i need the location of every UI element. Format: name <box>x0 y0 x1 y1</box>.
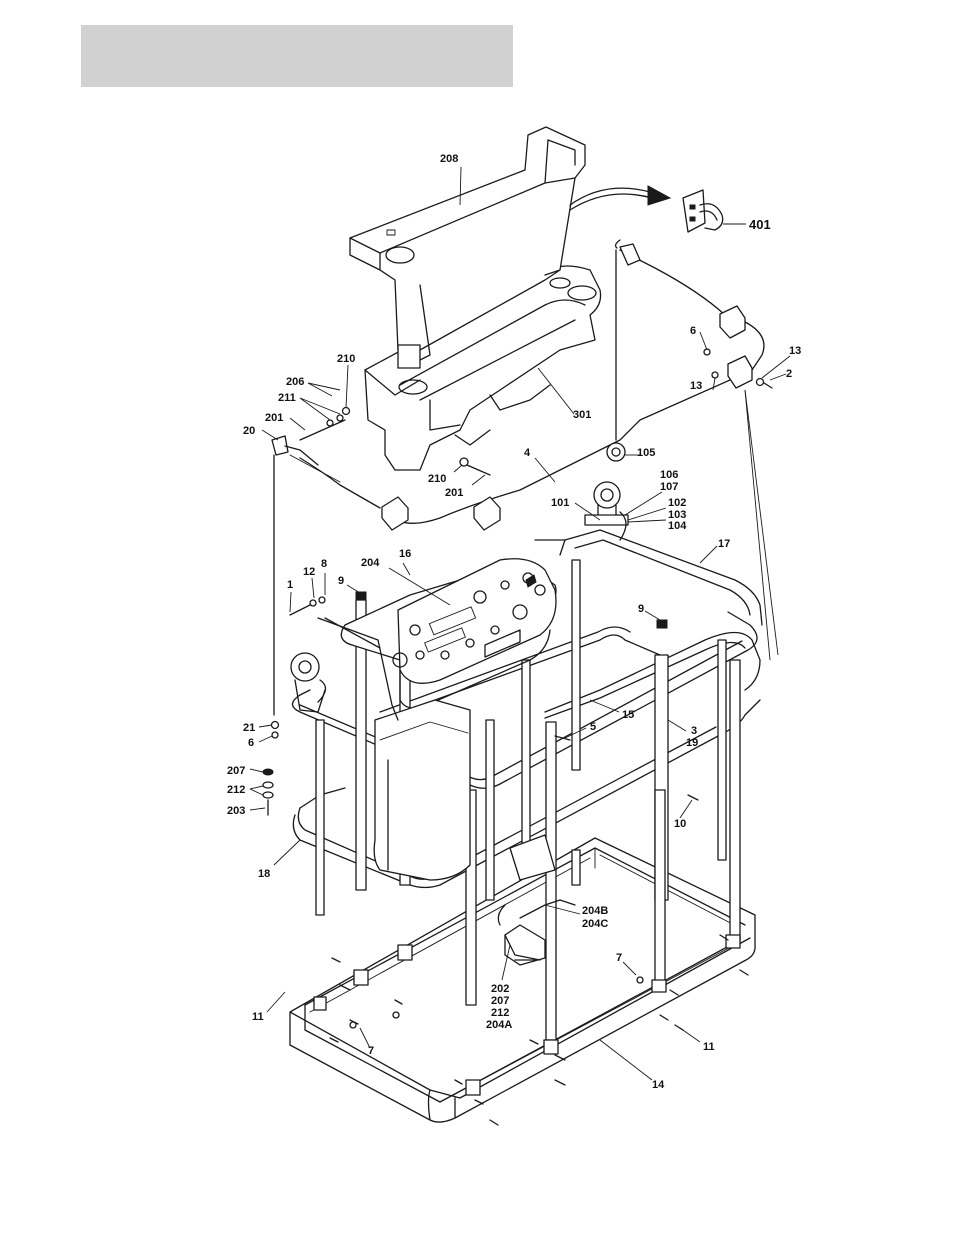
callout-203: 203 <box>227 805 245 817</box>
callout-104: 104 <box>668 520 687 532</box>
callout-204C: 204C <box>582 918 608 930</box>
callout-101: 101 <box>551 497 569 509</box>
callout-206: 206 <box>286 376 304 388</box>
callout-105: 105 <box>637 447 655 459</box>
callout-107: 107 <box>660 481 678 493</box>
callout-13: 13 <box>789 345 801 357</box>
callout-210: 210 <box>337 353 355 365</box>
callout-12: 12 <box>303 566 315 578</box>
callout-17: 17 <box>718 538 730 550</box>
callout-212: 212 <box>227 784 245 796</box>
callout-201: 201 <box>265 412 283 424</box>
callout-106: 106 <box>660 469 678 481</box>
callout-5: 5 <box>590 721 596 733</box>
callout-211: 211 <box>278 392 296 404</box>
callout-11: 11 <box>252 1011 264 1023</box>
callout-2: 2 <box>786 368 792 380</box>
detail-401 <box>570 186 723 232</box>
callout-401: 401 <box>749 217 771 232</box>
callout-208: 208 <box>440 153 458 165</box>
callout-11: 11 <box>703 1041 715 1053</box>
callout-207: 207 <box>227 765 245 777</box>
callout-7: 7 <box>368 1045 374 1057</box>
callout-6: 6 <box>248 737 254 749</box>
callout-201: 201 <box>445 487 463 499</box>
callout-19: 19 <box>686 737 698 749</box>
callout-210: 210 <box>428 473 446 485</box>
callout-7: 7 <box>616 952 622 964</box>
callout-8: 8 <box>321 558 327 570</box>
callout-204B: 204B <box>582 905 608 917</box>
callout-14: 14 <box>652 1079 665 1091</box>
callout-20: 20 <box>243 425 255 437</box>
callout-301: 301 <box>573 409 591 421</box>
callout-212: 212 <box>491 1007 509 1019</box>
callout-10: 10 <box>674 818 686 830</box>
callout-102: 102 <box>668 497 686 509</box>
callout-204A: 204A <box>486 1019 512 1031</box>
callout-3: 3 <box>691 725 697 737</box>
callout-21: 21 <box>243 722 255 734</box>
callout-207: 207 <box>491 995 509 1007</box>
callout-9: 9 <box>638 603 644 615</box>
callout-1: 1 <box>287 579 293 591</box>
callout-202: 202 <box>491 983 509 995</box>
callout-16: 16 <box>399 548 411 560</box>
callout-15: 15 <box>622 709 634 721</box>
callout-4: 4 <box>524 447 531 459</box>
callout-204: 204 <box>361 557 380 569</box>
callout-6: 6 <box>690 325 696 337</box>
callout-18: 18 <box>258 868 270 880</box>
callout-9: 9 <box>338 575 344 587</box>
callout-13: 13 <box>690 380 702 392</box>
